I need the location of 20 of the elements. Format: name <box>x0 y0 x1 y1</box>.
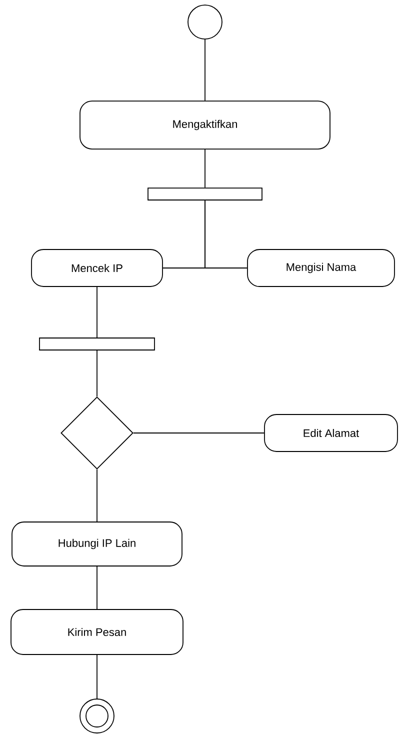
connector <box>133 432 264 434</box>
activity-box: Mengaktifkan <box>80 100 330 150</box>
fork-bar <box>39 338 155 350</box>
activity-box: Mengisi Nama <box>247 249 395 287</box>
connector <box>96 469 98 522</box>
activity-box: Kirim Pesan <box>10 609 184 655</box>
activity-box: Mencek IP <box>31 249 163 287</box>
connector <box>96 350 98 397</box>
activity-box: Edit Alamat <box>264 414 398 452</box>
connector <box>204 200 248 268</box>
fork-bar <box>148 188 262 200</box>
connector <box>96 654 98 699</box>
decision-diamond <box>60 396 134 470</box>
connector <box>204 39 206 102</box>
connector <box>96 286 98 338</box>
activity-box: Hubungi IP Lain <box>12 522 182 566</box>
start-node <box>188 4 222 40</box>
connector <box>204 149 206 188</box>
final-node <box>80 698 114 734</box>
connector <box>96 566 98 610</box>
